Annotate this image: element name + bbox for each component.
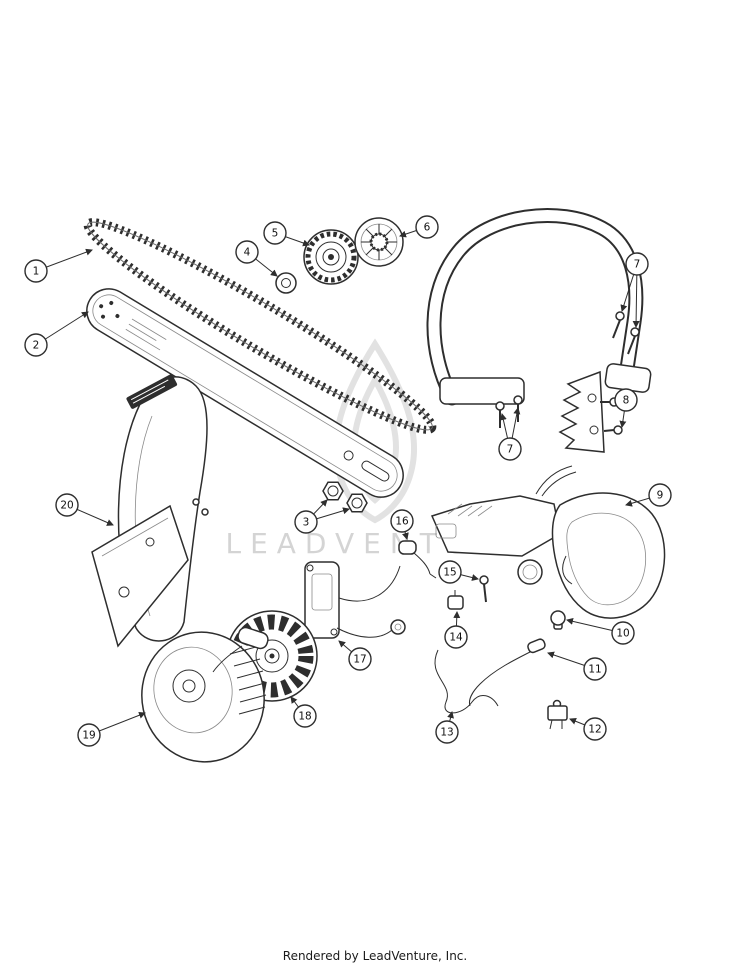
- callout-15: 15: [438, 560, 479, 584]
- part-guide-bar: [86, 288, 404, 498]
- part-grommet: [447, 590, 464, 610]
- callout-17: 17: [338, 640, 372, 671]
- svg-text:11: 11: [588, 664, 601, 676]
- part-bar-nuts: [322, 481, 368, 513]
- callout-20: 20: [55, 493, 114, 526]
- callout-8: 8: [614, 388, 638, 428]
- part-ignition-coil: [304, 561, 406, 639]
- callout-14: 14: [444, 611, 468, 649]
- part-rim-sprocket: [354, 217, 404, 267]
- callout-3: 3: [294, 499, 350, 534]
- callout-4: 4: [235, 240, 278, 277]
- svg-text:13: 13: [440, 727, 453, 739]
- part-cap: [550, 610, 566, 630]
- svg-text:15: 15: [443, 567, 456, 579]
- svg-text:4: 4: [244, 247, 251, 259]
- callout-18: 18: [290, 696, 317, 728]
- callout-6: 6: [399, 215, 439, 239]
- callout-7: 7: [620, 252, 649, 328]
- part-handlebar: [426, 207, 652, 406]
- svg-text:14: 14: [449, 632, 463, 644]
- callout-10: 10: [566, 617, 635, 645]
- svg-text:9: 9: [657, 490, 664, 502]
- svg-text:5: 5: [272, 228, 279, 240]
- svg-text:7: 7: [507, 444, 514, 456]
- callout-11: 11: [547, 651, 607, 681]
- svg-text:20: 20: [60, 500, 73, 512]
- part-clutch-drum: [303, 229, 359, 285]
- callout-1: 1: [24, 248, 93, 283]
- callout-9: 9: [625, 483, 672, 507]
- footer-credit: Rendered by LeadVenture, Inc.: [282, 949, 468, 963]
- svg-text:2: 2: [33, 340, 40, 352]
- part-chain-brake: [91, 374, 209, 648]
- svg-text:18: 18: [298, 711, 311, 723]
- svg-text:12: 12: [588, 724, 601, 736]
- part-plug-boot: [398, 540, 437, 579]
- svg-text:17: 17: [353, 654, 366, 666]
- callout-13: 13: [435, 711, 459, 744]
- callout-5: 5: [263, 221, 310, 247]
- svg-text:6: 6: [424, 222, 431, 234]
- svg-text:19: 19: [82, 730, 95, 742]
- part-starter-housing: [141, 626, 269, 763]
- part-saw-chain: [83, 218, 437, 434]
- part-handlebar-screws: [495, 311, 640, 428]
- callout-7: 7: [498, 407, 522, 461]
- part-screw: [479, 575, 489, 603]
- callout-12: 12: [569, 717, 607, 741]
- svg-text:7: 7: [634, 259, 641, 271]
- part-fuel-filter: [469, 638, 546, 707]
- svg-text:10: 10: [616, 628, 629, 640]
- callout-2: 2: [24, 311, 89, 357]
- svg-text:8: 8: [623, 395, 630, 407]
- part-wire: [434, 649, 499, 714]
- svg-text:3: 3: [303, 517, 310, 529]
- part-engine-housing: [430, 465, 666, 619]
- callout-19: 19: [77, 711, 146, 747]
- part-washer: [275, 272, 297, 294]
- svg-text:16: 16: [395, 516, 409, 528]
- callout-16: 16: [390, 509, 414, 540]
- svg-text:1: 1: [33, 266, 40, 278]
- part-ignition-switch: [547, 699, 568, 730]
